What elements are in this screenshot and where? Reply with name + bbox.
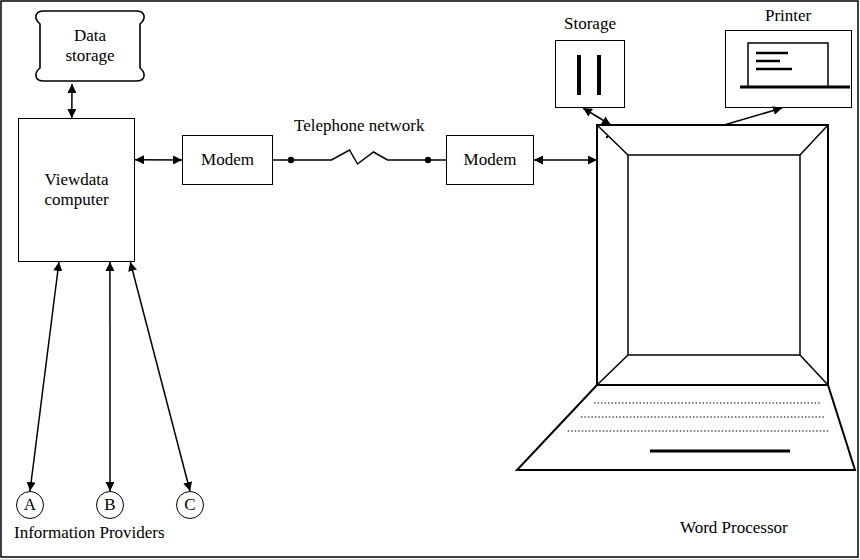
printer-line [756, 68, 792, 71]
information-provider-circle: B [96, 491, 124, 519]
node-label: Viewdata computer [27, 170, 127, 209]
screen-bevel [800, 125, 828, 155]
laptop-screen [628, 155, 800, 355]
node-label: A [24, 495, 36, 515]
node-label: Modem [201, 150, 254, 170]
telephone-line [273, 150, 446, 164]
storage-icon [556, 41, 623, 106]
storage-box: Storage [555, 40, 625, 108]
viewdata-computer-box: Viewdata computer [18, 118, 135, 262]
printer-line [756, 52, 788, 55]
space-bar [650, 450, 790, 453]
node-label: Data storage [54, 26, 126, 65]
data-arrow [130, 262, 190, 491]
laptop-keyboard [517, 385, 855, 470]
node-label: B [104, 495, 115, 515]
group-label: Information Providers [14, 523, 165, 543]
printer-paper [748, 43, 828, 87]
node-label: Modem [464, 150, 517, 170]
key-row [581, 417, 824, 418]
data-storage-tape: Data storage [30, 8, 150, 84]
screen-bevel [800, 355, 828, 385]
key-row [568, 431, 829, 432]
data-arrow [71, 84, 73, 118]
data-arrow [534, 159, 597, 161]
printer-base [740, 86, 850, 89]
tape-outline [36, 11, 144, 81]
laptop-drawing [515, 125, 858, 475]
modem-box: Modem [446, 135, 534, 185]
screen-bevel [597, 125, 628, 155]
data-arrow [109, 262, 111, 491]
data-arrow [30, 262, 59, 491]
data-arrow [583, 108, 611, 125]
device-heading: Storage [564, 14, 616, 34]
laptop-screen-frame [597, 125, 828, 385]
printer-line [756, 60, 780, 63]
screen-dot [606, 136, 608, 138]
printer-box: Printer [725, 30, 852, 108]
screen-bevel [597, 355, 628, 385]
node-label: C [184, 495, 195, 515]
device-caption: Word Processor [680, 518, 788, 538]
information-provider-circle: A [16, 491, 44, 519]
key-row [594, 403, 820, 404]
device-heading: Printer [765, 6, 811, 26]
modem-box: Modem [182, 135, 273, 185]
data-arrow [724, 108, 782, 125]
word-processor-laptop: Word Processor [597, 125, 828, 385]
data-arrow [135, 159, 182, 161]
information-provider-circle: C [176, 491, 204, 519]
printer-icon [726, 31, 850, 106]
storage-bar [597, 55, 601, 95]
edge-label: Telephone network [292, 116, 427, 136]
storage-bar [577, 55, 581, 95]
